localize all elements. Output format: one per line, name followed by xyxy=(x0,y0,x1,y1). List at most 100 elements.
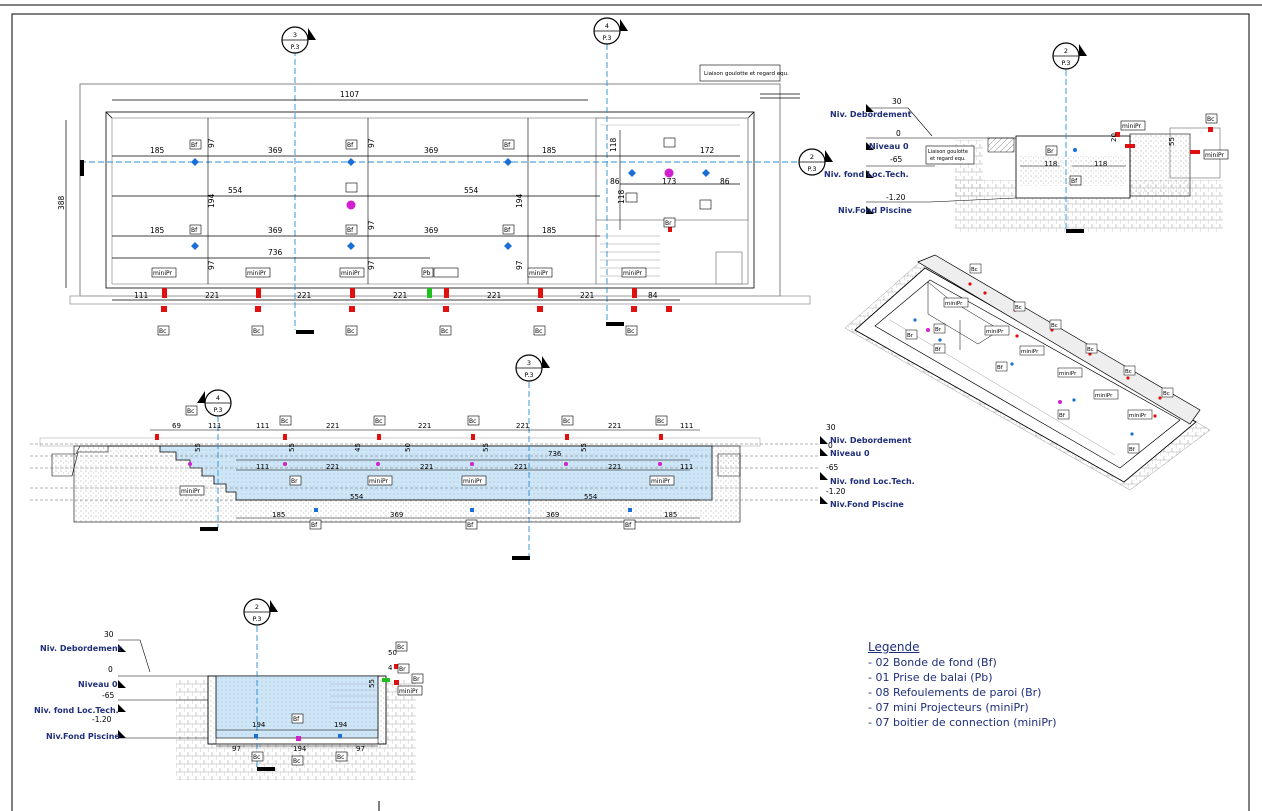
dim-label: 185 xyxy=(150,146,165,155)
svg-text:3: 3 xyxy=(293,31,297,39)
dim-label: 185 xyxy=(542,146,557,155)
section-marker-4-mid: 4 P.3 xyxy=(197,389,232,417)
dim-label: 111 xyxy=(134,291,149,300)
dim-label: 172 xyxy=(700,146,715,155)
dim-label: 221 xyxy=(608,463,621,471)
dim-label: 118 xyxy=(1094,160,1107,168)
miniPr-marker xyxy=(668,226,672,232)
label-minipr: miniPr xyxy=(1021,349,1039,355)
level-niveau0-label: Niveau 0 xyxy=(830,449,870,458)
label-bc: Bc xyxy=(253,754,260,761)
svg-text:P.3: P.3 xyxy=(807,165,816,173)
label-minipr: miniPr xyxy=(623,270,642,277)
miniPr-marker xyxy=(444,288,449,298)
label-minipr: miniPr xyxy=(529,270,548,277)
svg-text:4: 4 xyxy=(605,22,609,30)
dim-label: 369 xyxy=(268,226,283,235)
dim-label: 55 xyxy=(368,679,376,688)
label-bc: Bc xyxy=(469,418,476,425)
pb-suction-marker xyxy=(427,288,432,298)
dim-label: 369 xyxy=(268,146,283,155)
dim-label: 111 xyxy=(680,422,693,430)
label-bc: Bc xyxy=(253,328,260,335)
label-minipr: miniPr xyxy=(1129,413,1147,419)
dim-label: 736 xyxy=(548,450,562,458)
label-minipr: miniPr xyxy=(1095,393,1113,399)
dim-label: 50 xyxy=(404,443,412,452)
label-bc: Bc xyxy=(281,418,288,425)
bc-marker xyxy=(255,306,261,312)
dim-label: 554 xyxy=(228,186,243,195)
isometric-view: Bc Bc Bc Bc Bc Bc Br Bf Bf Bf Bf Br mini… xyxy=(844,254,1211,491)
label-bc: Bc xyxy=(347,328,354,335)
level-value: -65 xyxy=(826,463,838,472)
plan-fixtures xyxy=(161,158,710,312)
svg-text:2: 2 xyxy=(810,153,814,161)
svg-text:P.3: P.3 xyxy=(1061,59,1070,67)
label-bf: Bf xyxy=(1059,413,1066,419)
svg-text:4: 4 xyxy=(216,394,220,402)
dim-label: 118 xyxy=(617,189,626,204)
label-bf: Bf xyxy=(1129,447,1136,453)
miniPr-marker xyxy=(256,288,261,298)
dim-label: 221 xyxy=(326,463,339,471)
label-br: Br xyxy=(665,220,672,227)
svg-text:P.3: P.3 xyxy=(213,406,222,414)
dim-1107: 1107 xyxy=(340,90,359,99)
label-br: Br xyxy=(935,327,942,333)
miniPr-marker xyxy=(162,288,167,298)
label-minipr: miniPr xyxy=(986,329,1004,335)
dim-label: 194 xyxy=(515,193,524,208)
label-bc: Bc xyxy=(627,328,634,335)
bc-marker xyxy=(349,306,355,312)
dim-label: 55 xyxy=(580,443,588,452)
dim-label: 97 xyxy=(207,138,216,148)
legend-item: - 02 Bonde de fond (Bf) xyxy=(868,656,997,669)
svg-text:2: 2 xyxy=(255,603,259,611)
level-value: -1.20 xyxy=(826,487,846,496)
dim-label: 221 xyxy=(487,291,502,300)
dim-label: 86 xyxy=(610,177,620,186)
dim-label: 4 xyxy=(388,664,393,672)
label-bc: Bc xyxy=(1125,369,1132,375)
dim-label: 221 xyxy=(608,422,621,430)
plan-view xyxy=(65,44,811,334)
label-bc: Bc xyxy=(397,644,404,651)
label-pb: Pb xyxy=(423,270,431,277)
dim-label: 194 xyxy=(252,721,266,729)
level-value: -65 xyxy=(890,155,902,164)
dim-label: 736 xyxy=(268,248,283,257)
dim-label: 20 xyxy=(1110,133,1118,142)
label-minipr: miniPr xyxy=(463,478,482,485)
section-marker-2-right: 2 P.3 xyxy=(798,148,833,176)
dim-label: 185 xyxy=(150,226,165,235)
miniPr-marker xyxy=(538,288,543,298)
label-minipr: miniPr xyxy=(341,270,360,277)
dim-label: 369 xyxy=(424,146,439,155)
level-value: 30 xyxy=(826,423,836,432)
label-bf: Bf xyxy=(504,227,511,234)
dim-label: 221 xyxy=(205,291,220,300)
dim-label: 554 xyxy=(464,186,479,195)
label-bc: Bc xyxy=(1015,305,1022,311)
level-value: 0 xyxy=(828,441,833,450)
dim-label: 111 xyxy=(680,463,693,471)
legend-item: - 08 Refoulements de paroi (Br) xyxy=(868,686,1042,699)
dim-label: 97 xyxy=(367,138,376,148)
dim-label: 173 xyxy=(662,177,677,186)
bf-marker xyxy=(191,242,199,250)
dim-label: 45 xyxy=(354,443,362,452)
label-bc: Bc xyxy=(187,408,194,415)
dim-label: 369 xyxy=(424,226,439,235)
pb-marker xyxy=(664,168,674,178)
legend-item: - 07 boitier de connection (miniPr) xyxy=(868,716,1057,729)
dim-label: 111 xyxy=(208,422,221,430)
label-bc: Bc xyxy=(1163,391,1170,397)
level-fond-label: Niv.Fond Piscine xyxy=(830,500,904,509)
bc-marker xyxy=(631,306,637,312)
label-minipr: miniPr xyxy=(1122,123,1141,130)
legend-item: - 01 Prise de balai (Pb) xyxy=(868,671,993,684)
label-bf: Bf xyxy=(347,227,354,234)
section-marker-3-mid: 3 P.3 xyxy=(515,354,550,382)
